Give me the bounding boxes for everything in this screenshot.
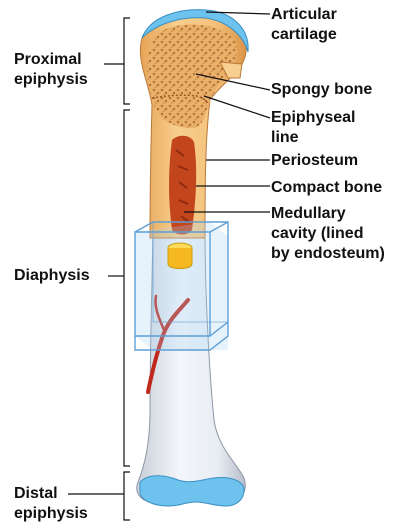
bracket-diaphysis <box>123 109 130 467</box>
marrow-texture <box>175 149 190 223</box>
artery-branch <box>154 294 166 332</box>
nutrient-artery <box>146 298 190 394</box>
bracket-proximal-epiphysis <box>123 17 130 105</box>
label-epiphyseal-line: Epiphyseal line <box>271 109 356 146</box>
cutaway-notch <box>219 61 243 79</box>
label-articular-cartilage: Articular cartilage <box>271 6 337 43</box>
label-spongy-bone: Spongy bone <box>271 81 373 98</box>
leader-spongy-bone <box>195 73 271 91</box>
proximal-cartilage <box>141 9 249 53</box>
label-proximal-epiphysis: Proximal epiphysis <box>14 51 88 88</box>
epiphyseal-line <box>151 94 209 105</box>
cutaway-cube-back <box>135 222 228 350</box>
label-compact-bone: Compact bone <box>271 179 383 196</box>
cylinder-body <box>167 248 193 269</box>
distal-cartilage <box>139 475 245 507</box>
label-diaphysis: Diaphysis <box>14 267 90 284</box>
leader-articular-cartilage <box>205 11 271 15</box>
label-periosteum: Periosteum <box>271 152 359 169</box>
spongy-bone-region <box>146 24 238 128</box>
leader-epiphyseal-line <box>203 95 271 119</box>
bracket-distal-epiphysis <box>123 471 130 521</box>
label-distal-epiphysis: Distal epiphysis <box>14 485 88 522</box>
label-medullary-cavity: Medullary cavity (lined by endosteum) <box>271 205 385 262</box>
